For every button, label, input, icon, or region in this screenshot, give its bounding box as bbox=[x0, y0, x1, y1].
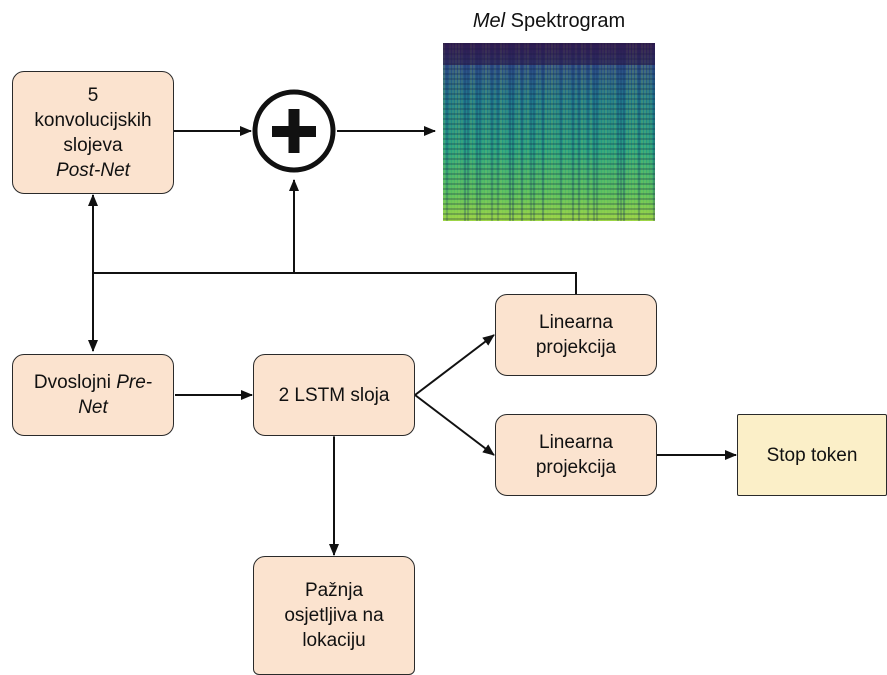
postnet-line-3: slojeva bbox=[63, 134, 123, 156]
edge-lstm-to-linear-bottom bbox=[414, 394, 495, 456]
stop-token-label: Stop token bbox=[766, 444, 858, 466]
linear-top-line-2: projekcija bbox=[535, 337, 617, 358]
lstm-label: 2 LSTM sloja bbox=[278, 384, 390, 406]
edge-lstm-to-linear-top bbox=[414, 334, 495, 396]
plus-icon-v bbox=[288, 109, 300, 153]
attention-line-2: osjetljiva na bbox=[284, 605, 384, 626]
postnet-box: 5 konvolucijskih slojeva Post-Net bbox=[12, 71, 174, 194]
postnet-line-1: 5 bbox=[87, 84, 99, 106]
postnet-line-4: Post-Net bbox=[56, 159, 130, 181]
linear-projection-bottom-box: Linearna projekcija bbox=[495, 414, 657, 496]
prenet-italic-1: Pre- bbox=[116, 372, 153, 393]
attention-line-1: Pažnja bbox=[304, 580, 364, 601]
attention-box: Pažnja osjetljiva na lokaciju bbox=[253, 556, 415, 675]
prenet-box: Dvoslojni Pre- Net bbox=[12, 354, 174, 436]
mel-spectrogram-image bbox=[443, 43, 655, 221]
prenet-line-1: Dvoslojni Pre- bbox=[34, 370, 152, 395]
attention-line-3: lokaciju bbox=[302, 630, 366, 651]
linear-top-line-1: Linearna bbox=[539, 312, 613, 333]
sum-node bbox=[252, 89, 336, 173]
edge-linear-top-feedback bbox=[93, 272, 577, 295]
spectrogram-title-italic: Mel bbox=[472, 10, 506, 32]
linear-bottom-line-1: Linearna bbox=[539, 432, 613, 453]
stop-token-box: Stop token bbox=[737, 414, 887, 496]
prenet-text: Dvoslojni bbox=[33, 372, 117, 393]
prenet-italic-2: Net bbox=[78, 397, 108, 418]
linear-projection-top-box: Linearna projekcija bbox=[495, 294, 657, 376]
spectrogram-title: Mel Spektrogram bbox=[443, 8, 655, 34]
spectrogram-title-rest: Spektrogram bbox=[505, 10, 626, 32]
postnet-line-2: konvolucijskih bbox=[34, 109, 152, 131]
lstm-box: 2 LSTM sloja bbox=[253, 354, 415, 436]
linear-bottom-line-2: projekcija bbox=[535, 457, 617, 478]
